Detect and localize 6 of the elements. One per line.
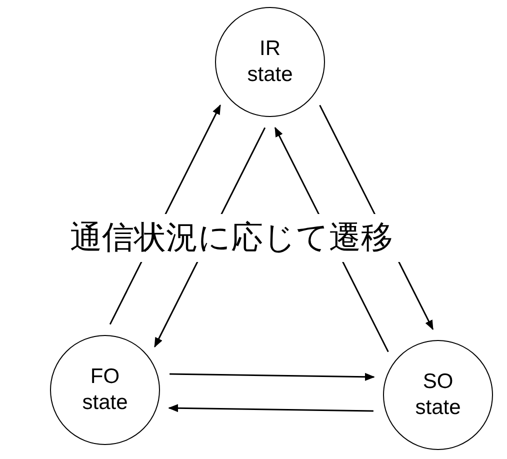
state-label: IR state (246, 36, 294, 88)
state-label: FO state (81, 364, 129, 416)
arrow (170, 372, 375, 381)
arrow (168, 404, 374, 412)
transition-note: 通信状況に応じて遷移 (70, 218, 393, 256)
state-label: SO state (414, 368, 462, 421)
